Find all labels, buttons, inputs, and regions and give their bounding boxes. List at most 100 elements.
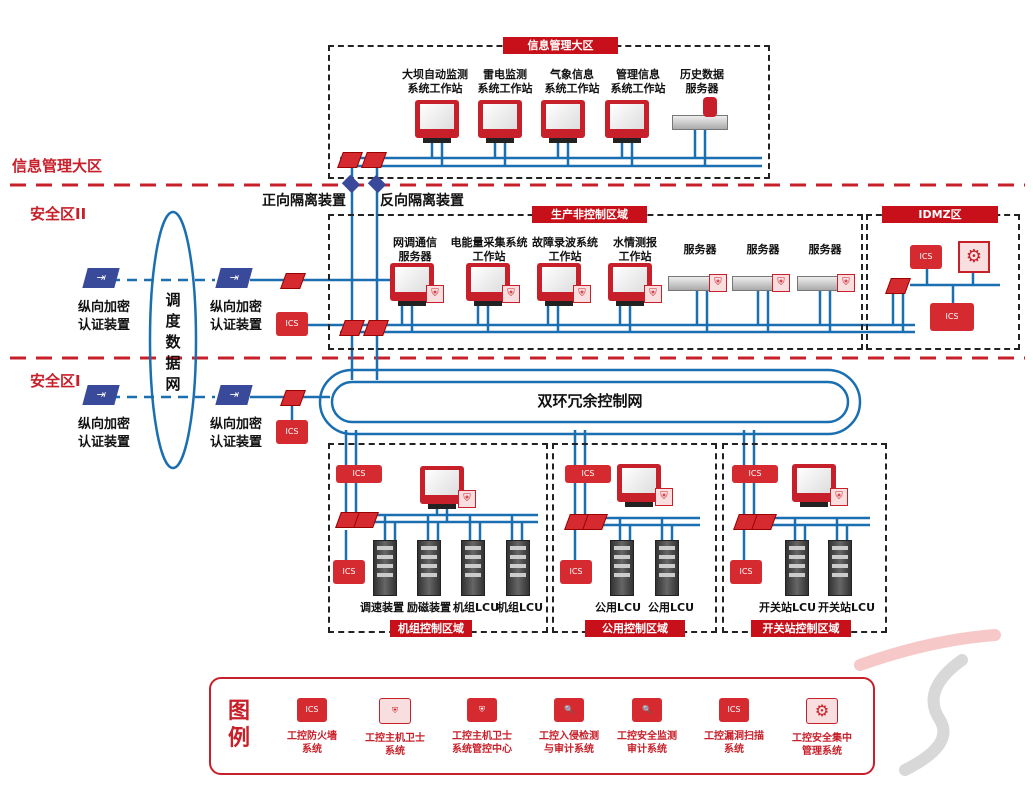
- label-vpn: 纵向加密 认证装置: [210, 417, 263, 450]
- label-reverse-isolation: 反向隔离装置: [380, 193, 464, 209]
- workstation-icon: [478, 100, 522, 143]
- intrusion-detection-icon: ICS: [333, 560, 365, 584]
- database-icon: [703, 97, 717, 117]
- zone-label-info-mgmt: 信息管理大区: [12, 157, 103, 175]
- cabinet-icon: [610, 540, 634, 596]
- legend-label: 工控安全集中 管理系统: [792, 733, 852, 757]
- label-vpn: 纵向加密 认证装置: [210, 300, 263, 333]
- vuln-scan-icon: ICS: [719, 698, 749, 722]
- host-guard-icon: ⛨: [772, 274, 790, 292]
- label-unit-lcu: 机组LCU: [497, 601, 544, 614]
- firewall-icon: ICS: [732, 465, 778, 483]
- cabinet-icon: [461, 540, 485, 596]
- vpn-device-icon: ⇥: [82, 268, 120, 288]
- label-vpn: 纵向加密 认证装置: [78, 417, 131, 450]
- label-vpn: 纵向加密 认证装置: [78, 300, 131, 333]
- vpn-device-icon: ⇥: [215, 385, 253, 405]
- central-mgmt-icon: ⚙: [958, 241, 990, 273]
- workstation-icon: [605, 100, 649, 143]
- intrusion-detection-icon: ICS: [276, 312, 308, 336]
- legend-label: 工控主机卫士 系统管控中心: [452, 731, 512, 755]
- legend-item-host-guard: ⛨ 工控主机卫士 系统: [355, 698, 435, 758]
- banner-idmz: IDMZ区: [882, 206, 998, 223]
- ring-outer: [318, 368, 862, 436]
- server-icon: [672, 115, 728, 130]
- dispatch-network-ellipse: [148, 210, 198, 470]
- legend-title: 图 例: [228, 699, 251, 751]
- watermark-stroke-gray: [899, 654, 968, 776]
- label-grid-comm-server: 网调通信 服务器: [393, 236, 437, 263]
- firewall-icon: ICS: [565, 465, 611, 483]
- host-guard-center-icon: ICS: [930, 303, 974, 331]
- legend-item-vuln-scan: ICS 工控漏洞扫描 系统: [694, 698, 774, 756]
- cabinet-icon: [417, 540, 441, 596]
- cabinet-icon: [373, 540, 397, 596]
- workstation-icon: [617, 464, 661, 507]
- host-guard-icon: ⛨: [379, 698, 411, 724]
- vuln-scan-icon: ICS: [910, 245, 942, 269]
- host-guard-icon: ⛨: [655, 488, 673, 506]
- zone-label-safety1: 安全区I: [30, 372, 81, 390]
- legend-label: 工控防火墙 系统: [287, 731, 337, 755]
- vpn-device-icon: ⇥: [215, 268, 253, 288]
- security-audit-icon: ICS: [276, 420, 308, 444]
- banner-info-mgmt: 信息管理大区: [503, 37, 618, 54]
- host-guard-icon: ⛨: [709, 274, 727, 292]
- legend-label: 工控安全监测 审计系统: [617, 731, 677, 755]
- cabinet-icon: [506, 540, 530, 596]
- host-guard-icon: ⛨: [837, 274, 855, 292]
- legend-label: 工控漏洞扫描 系统: [704, 731, 764, 755]
- label-ring-network: 双环冗余控制网: [537, 392, 643, 410]
- intrusion-detection-icon: ICS: [560, 560, 592, 584]
- legend-item-host-guard-center: ⛨ 工控主机卫士 系统管控中心: [442, 698, 522, 756]
- label-public-lcu: 公用LCU: [595, 601, 642, 614]
- label-hydro-forecast: 水情测报 工作站: [613, 236, 657, 263]
- label-energy-collect: 电能量采集系统 工作站: [450, 236, 528, 263]
- label-switchyard-lcu: 开关站LCU: [759, 601, 817, 614]
- host-guard-icon: ⛨: [458, 490, 476, 508]
- banner-production-noncontrol: 生产非控制区域: [532, 206, 647, 223]
- watermark-stroke-red: [854, 629, 1001, 671]
- legend-item-intrusion-detection: 🔍 工控入侵检测 与审计系统: [529, 698, 609, 756]
- host-guard-icon: ⛨: [644, 285, 662, 303]
- legend-item-central-mgmt: ⚙ 工控安全集中 管理系统: [782, 698, 862, 758]
- label-weather-info: 气象信息 系统工作站: [544, 68, 600, 95]
- legend-label: 工控入侵检测 与审计系统: [539, 731, 599, 755]
- ring-inner: [330, 380, 850, 424]
- banner-switchyard-control: 开关站控制区域: [751, 620, 851, 637]
- banner-public-control: 公用控制区域: [585, 620, 685, 637]
- label-forward-isolation: 正向隔离装置: [262, 193, 346, 209]
- host-guard-icon: ⛨: [426, 285, 444, 303]
- label-exciter: 励磁装置: [407, 601, 451, 614]
- label-governor: 调速装置: [360, 601, 404, 614]
- vpn-device-icon: ⇥: [82, 385, 120, 405]
- legend-label: 工控主机卫士 系统: [365, 733, 425, 757]
- security-audit-icon: 🔍: [632, 698, 662, 722]
- workstation-icon: [541, 100, 585, 143]
- workstation-icon: [415, 100, 459, 143]
- cabinet-icon: [655, 540, 679, 596]
- workstation-icon: [792, 464, 836, 507]
- cabinet-icon: [828, 540, 852, 596]
- intrusion-detection-icon: 🔍: [554, 698, 584, 722]
- label-dam-monitor: 大坝自动监测 系统工作站: [402, 68, 468, 95]
- label-public-lcu: 公用LCU: [648, 601, 695, 614]
- legend-item-security-audit: 🔍 工控安全监测 审计系统: [607, 698, 687, 756]
- label-dispatch-network: 调 度 数 据 网: [165, 291, 181, 393]
- label-mgmt-info: 管理信息 系统工作站: [610, 68, 666, 95]
- label-server: 服务器: [683, 243, 717, 256]
- label-server: 服务器: [746, 243, 780, 256]
- legend-box: [209, 677, 875, 775]
- label-history-server: 历史数据 服务器: [680, 68, 724, 95]
- legend-item-firewall: ICS 工控防火墙 系统: [272, 698, 352, 756]
- workstation-icon: [420, 466, 464, 509]
- workstation-icon: [466, 263, 510, 306]
- firewall-icon: ICS: [297, 698, 327, 722]
- label-fault-record: 故障录波系统 工作站: [532, 236, 598, 263]
- firewall-icon: ICS: [336, 465, 382, 483]
- host-guard-icon: ⛨: [573, 285, 591, 303]
- label-unit-lcu: 机组LCU: [453, 601, 500, 614]
- label-switchyard-lcu: 开关站LCU: [818, 601, 876, 614]
- host-guard-icon: ⛨: [830, 488, 848, 506]
- banner-unit-control: 机组控制区域: [390, 620, 472, 637]
